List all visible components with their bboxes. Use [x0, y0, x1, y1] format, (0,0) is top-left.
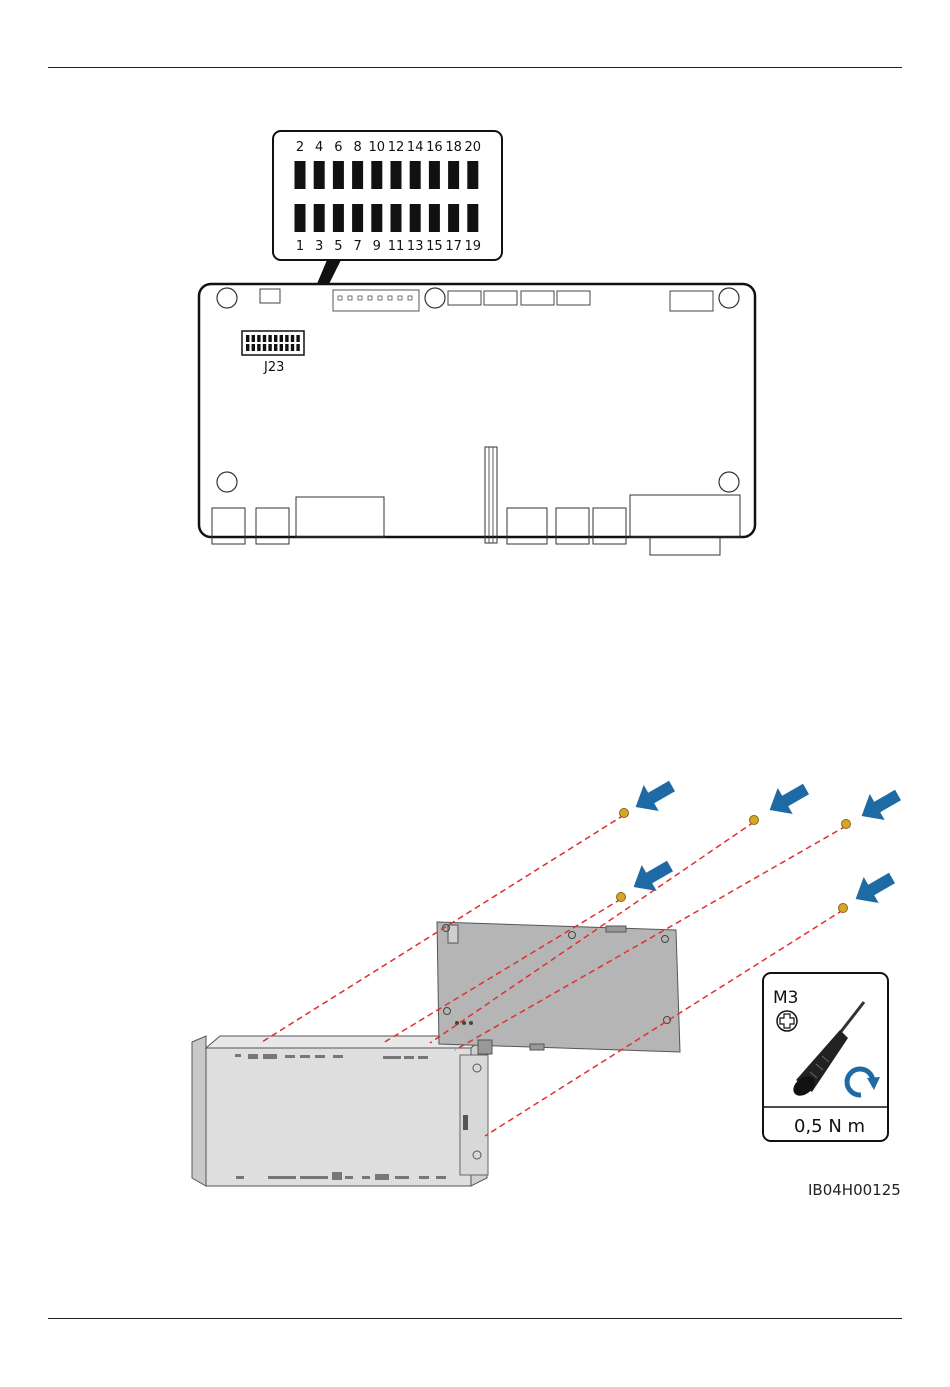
screw-type-label: M3 [773, 988, 798, 1008]
arrow-icon [762, 776, 813, 823]
arrow-icon [854, 782, 905, 829]
enclosure [192, 1036, 488, 1186]
screw-icon [842, 820, 851, 829]
screw-icon [620, 809, 629, 818]
torque-label: 0,5 N m [794, 1116, 865, 1137]
arrow-icon [848, 865, 899, 912]
screw-icon [839, 904, 848, 913]
tool-callout: M3 0,5 N m [763, 973, 888, 1141]
screw-icon [750, 816, 759, 825]
figure-id: IB04H00125 [808, 1181, 901, 1199]
arrow-icon [626, 853, 677, 900]
direction-arrows [626, 773, 905, 912]
screws [617, 809, 851, 913]
arrow-icon [628, 773, 679, 820]
screw-icon [617, 893, 626, 902]
footer-rule [48, 1318, 902, 1319]
